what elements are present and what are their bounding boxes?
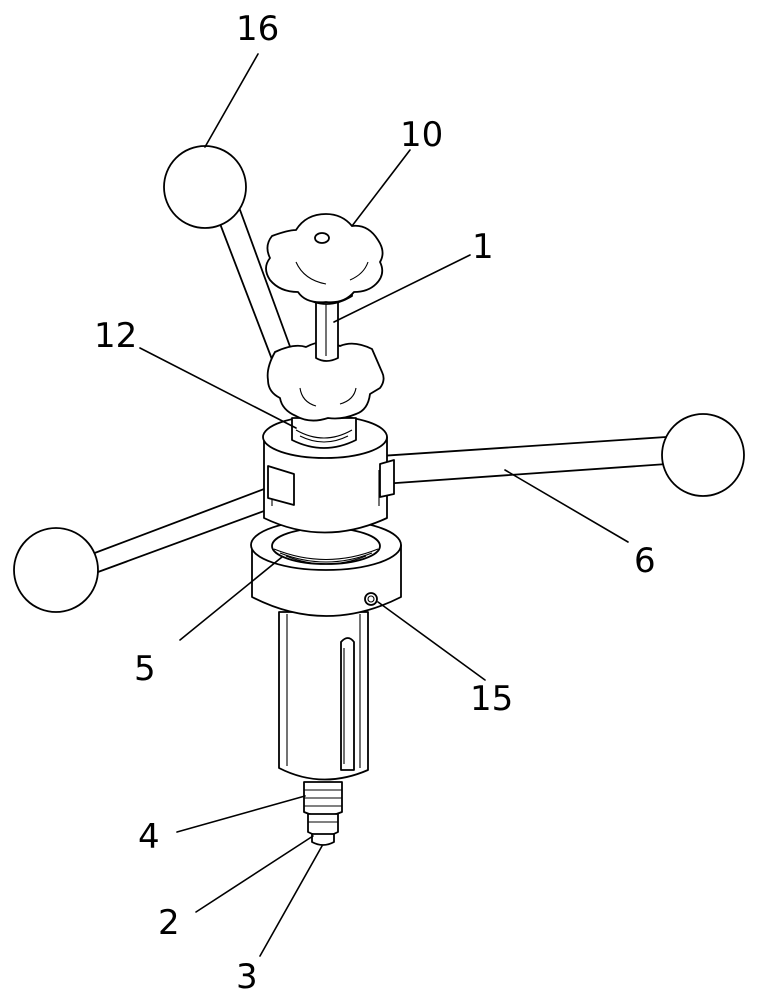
left-handle <box>13 479 295 613</box>
rear-handle-ball <box>163 145 247 229</box>
leader-15 <box>377 601 486 681</box>
leader-4 <box>176 795 306 833</box>
lower-collar <box>250 519 402 617</box>
callout-numbers: 16 10 1 12 6 5 15 4 2 3 <box>94 9 656 997</box>
leader-2 <box>195 835 314 913</box>
leader-6 <box>504 469 629 543</box>
top-star-knob <box>265 213 384 305</box>
leader-10 <box>351 149 411 227</box>
bottom-fitting <box>303 781 343 846</box>
callout-6: 6 <box>634 541 656 581</box>
set-screw <box>364 592 378 606</box>
leader-3 <box>259 845 323 957</box>
tube-slot <box>340 637 355 771</box>
leader-16 <box>204 53 259 148</box>
central-shaft <box>315 299 339 362</box>
callout-2: 2 <box>158 903 180 943</box>
leader-5 <box>179 556 283 641</box>
top-knob-hole <box>314 232 330 244</box>
lower-star-knob <box>266 341 385 449</box>
callout-1: 1 <box>472 227 494 267</box>
callout-16: 16 <box>236 9 279 49</box>
rear-handle <box>163 145 293 363</box>
callout-3: 3 <box>236 957 258 997</box>
right-handle <box>379 413 745 497</box>
leader-12 <box>139 347 297 429</box>
right-handle-ball <box>661 413 745 497</box>
handle-socket-right <box>379 459 395 498</box>
callout-5: 5 <box>134 649 156 689</box>
handle-socket-left <box>267 465 295 506</box>
callout-15: 15 <box>470 679 513 719</box>
tube-body <box>278 611 369 781</box>
callout-10: 10 <box>400 115 443 155</box>
callout-4: 4 <box>138 817 160 857</box>
left-handle-ball <box>13 527 99 613</box>
callout-12: 12 <box>94 316 137 356</box>
leader-1 <box>333 254 471 323</box>
leader-lines <box>139 53 629 957</box>
